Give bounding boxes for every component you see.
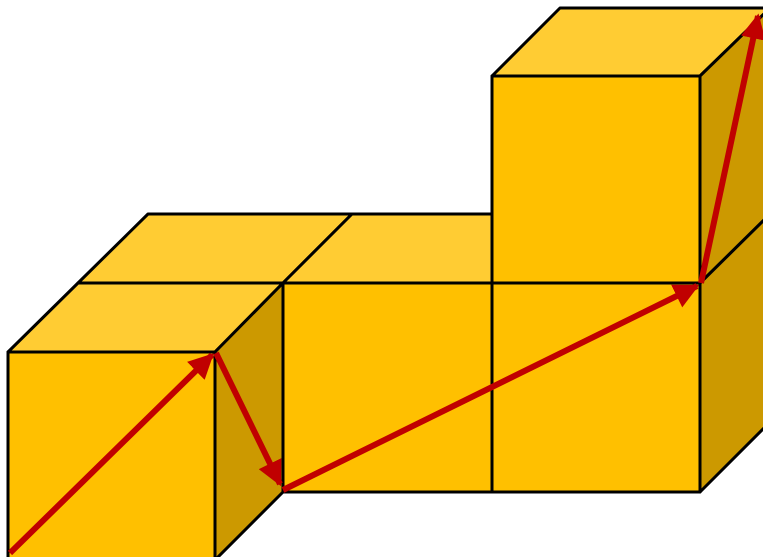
cube-right-top-front (490, 74, 702, 285)
arrow-across-middle-right-faces (281, 283, 700, 493)
arrow-down-side-face (213, 351, 283, 487)
cube-middle-front (281, 281, 494, 494)
cube-right-top (490, 6, 763, 285)
cube-right-bottom-front (490, 281, 702, 494)
arrow-up-right-side-face (698, 13, 763, 284)
path-arrows (7, 13, 763, 556)
arrow-diagonal-front-face (7, 352, 215, 556)
cube-right-bottom (490, 218, 763, 494)
